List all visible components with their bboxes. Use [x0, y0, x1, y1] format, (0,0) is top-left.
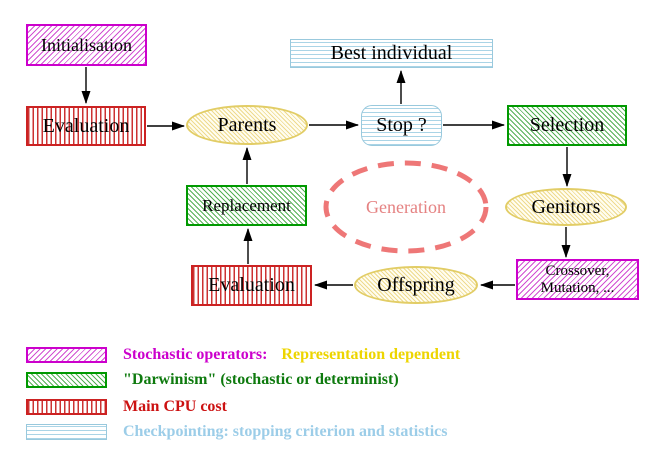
legend-label-stochastic: Stochastic operators: — [123, 346, 268, 363]
legend-row-darwinism: "Darwinism" (stochastic or determinist) — [26, 371, 399, 389]
legend-label-darwinism: "Darwinism" (stochastic or determinist) — [123, 371, 399, 388]
initialisation-box: Initialisation — [26, 24, 147, 66]
crossover-line: Crossover, — [545, 262, 610, 279]
legend-row-cpu-cost: Main CPU cost — [26, 398, 227, 416]
genitors-ellipse: Genitors — [505, 188, 627, 226]
crossover-mutation-box: Crossover, Mutation, ... — [516, 259, 639, 300]
selection-box: Selection — [507, 105, 627, 146]
stop-decision-box: Stop ? — [361, 105, 442, 146]
replacement-box: Replacement — [186, 185, 307, 226]
evaluation-bottom-box: Evaluation — [191, 265, 312, 306]
parents-ellipse: Parents — [186, 105, 308, 145]
generation-label: Generation — [366, 196, 446, 217]
legend-label-cpu-cost: Main CPU cost — [123, 398, 227, 415]
mutation-line: Mutation, ... — [540, 279, 615, 296]
evaluation-top-box: Evaluation — [26, 106, 146, 146]
legend-swatch-magenta-hatch — [26, 347, 107, 363]
legend-label-representation: Representation dependent — [281, 346, 461, 363]
legend-swatch-cyan-lines — [26, 424, 107, 440]
legend-row-stochastic-operators: Stochastic operators: Representation depe… — [26, 346, 460, 364]
offspring-ellipse: Offspring — [354, 266, 478, 304]
legend-label-checkpointing: Checkpointing: stopping criterion and st… — [123, 423, 448, 440]
legend-row-checkpointing: Checkpointing: stopping criterion and st… — [26, 423, 447, 441]
legend-swatch-green-hatch — [26, 372, 107, 388]
legend-swatch-red-lines — [26, 399, 107, 415]
best-individual-box: Best individual — [290, 39, 493, 68]
